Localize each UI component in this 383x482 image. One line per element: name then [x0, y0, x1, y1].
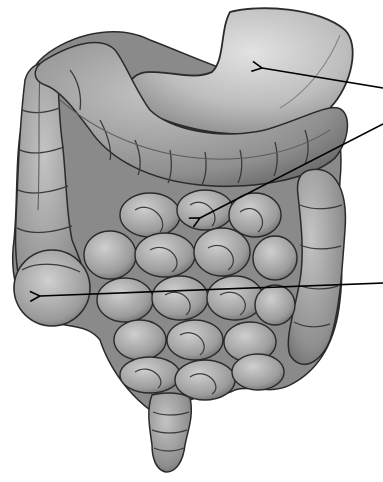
rectum: [149, 393, 192, 472]
sigmoid-colon: [120, 354, 284, 400]
cecum: [14, 250, 90, 326]
